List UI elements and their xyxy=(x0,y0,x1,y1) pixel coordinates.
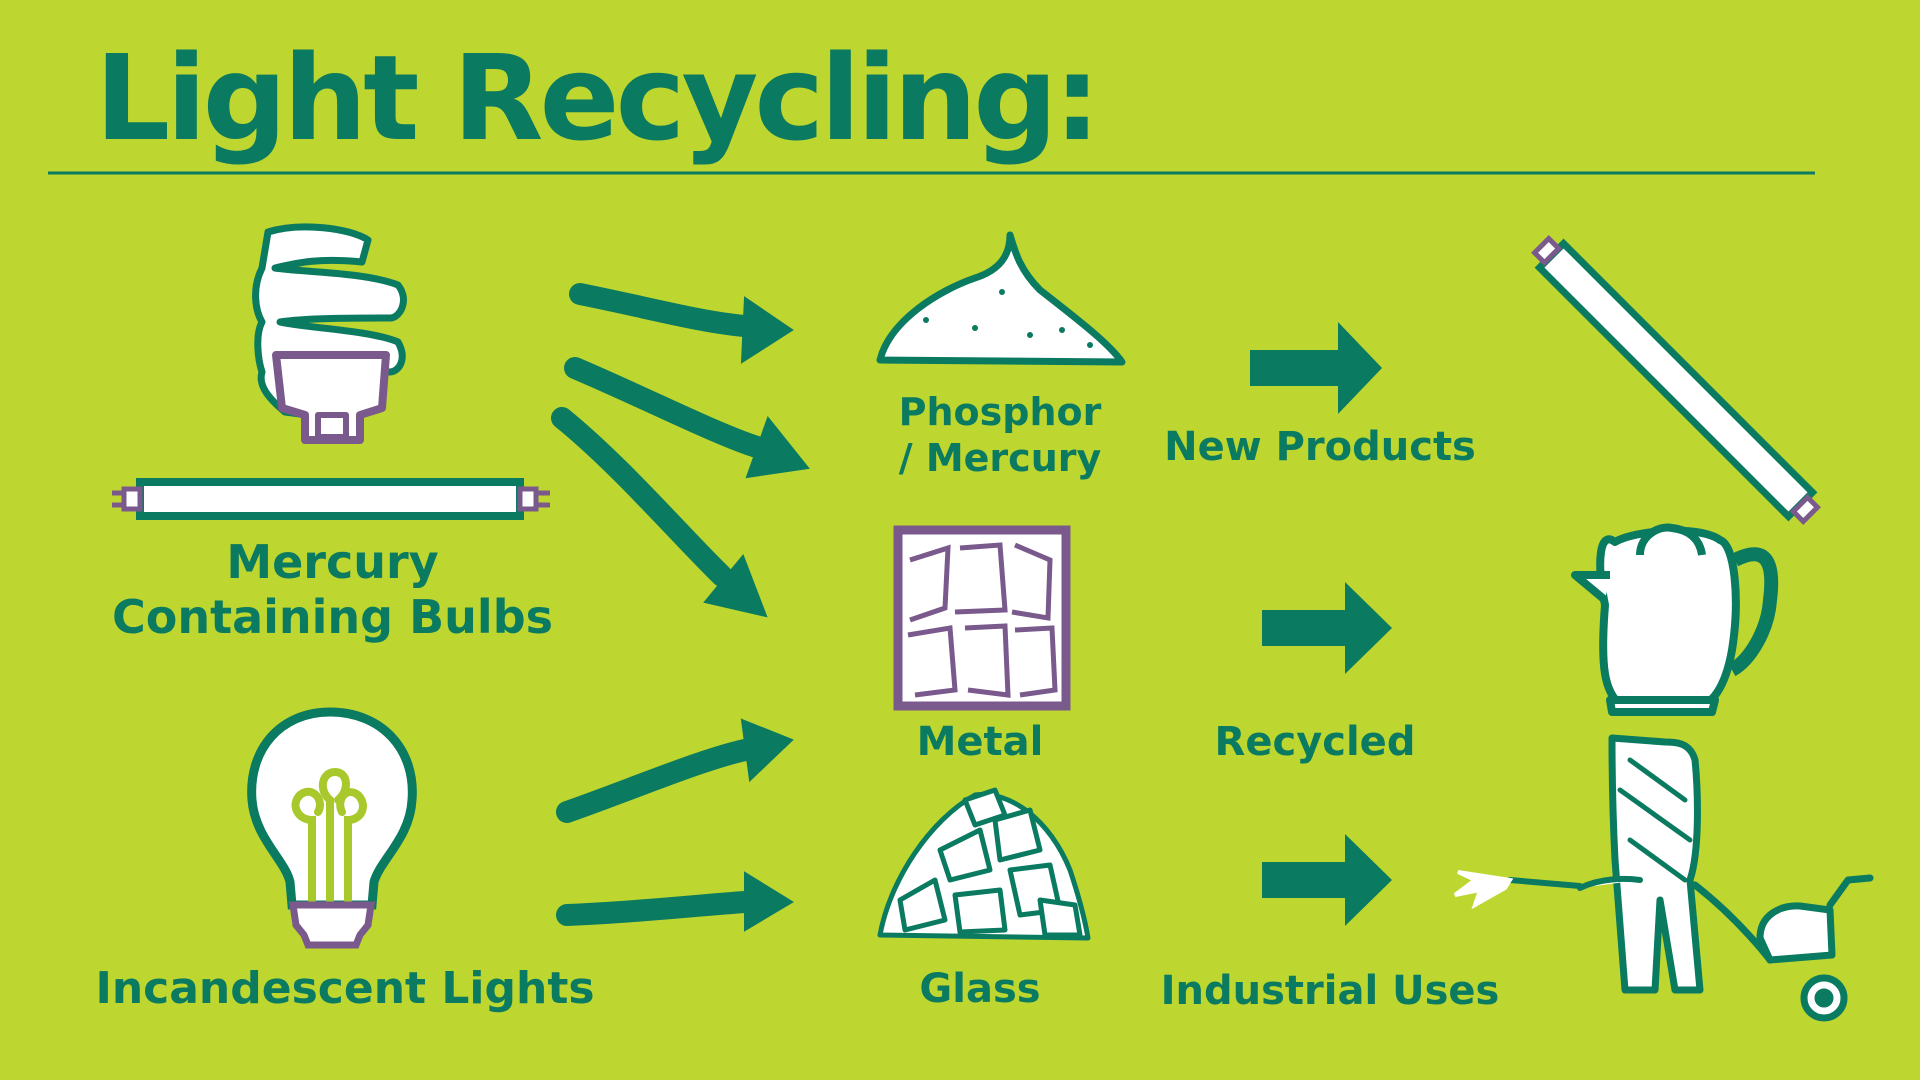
flow-arrows-right xyxy=(1250,322,1392,926)
metal-label: Metal xyxy=(916,719,1044,765)
fluorescent-tube-icon xyxy=(112,478,550,520)
phosphor-label-line2: / Mercury xyxy=(898,435,1102,480)
phosphor-mercury-label: Phosphor / Mercury xyxy=(880,390,1120,481)
mercury-label-line2: Containing Bulbs xyxy=(112,590,553,645)
page-title: Light Recycling: xyxy=(95,29,1101,167)
incandescent-bulb-icon xyxy=(247,707,417,949)
phosphor-label-line1: Phosphor xyxy=(898,390,1102,434)
industrial-uses-label: Industrial Uses xyxy=(1160,968,1500,1014)
incandescent-label: Incandescent Lights xyxy=(95,963,595,1014)
recycled-label: Recycled xyxy=(1214,719,1416,765)
cfl-bulb-icon xyxy=(252,223,407,444)
glass-label: Glass xyxy=(919,966,1041,1012)
phosphor-pile-icon xyxy=(876,231,1126,366)
new-products-label: New Products xyxy=(1164,424,1476,470)
spray-icon xyxy=(1453,870,1514,910)
kettle-icon xyxy=(1571,523,1779,716)
metal-panel-icon xyxy=(893,525,1071,711)
new-tube-icon xyxy=(1531,235,1821,525)
glass-pile-icon xyxy=(877,787,1091,941)
mercury-label-line1: Mercury xyxy=(226,535,439,589)
flow-arrows-left xyxy=(551,283,810,932)
mercury-bulbs-label: Mercury Containing Bulbs xyxy=(95,535,570,645)
industrial-worker-icon xyxy=(1507,734,1874,1022)
